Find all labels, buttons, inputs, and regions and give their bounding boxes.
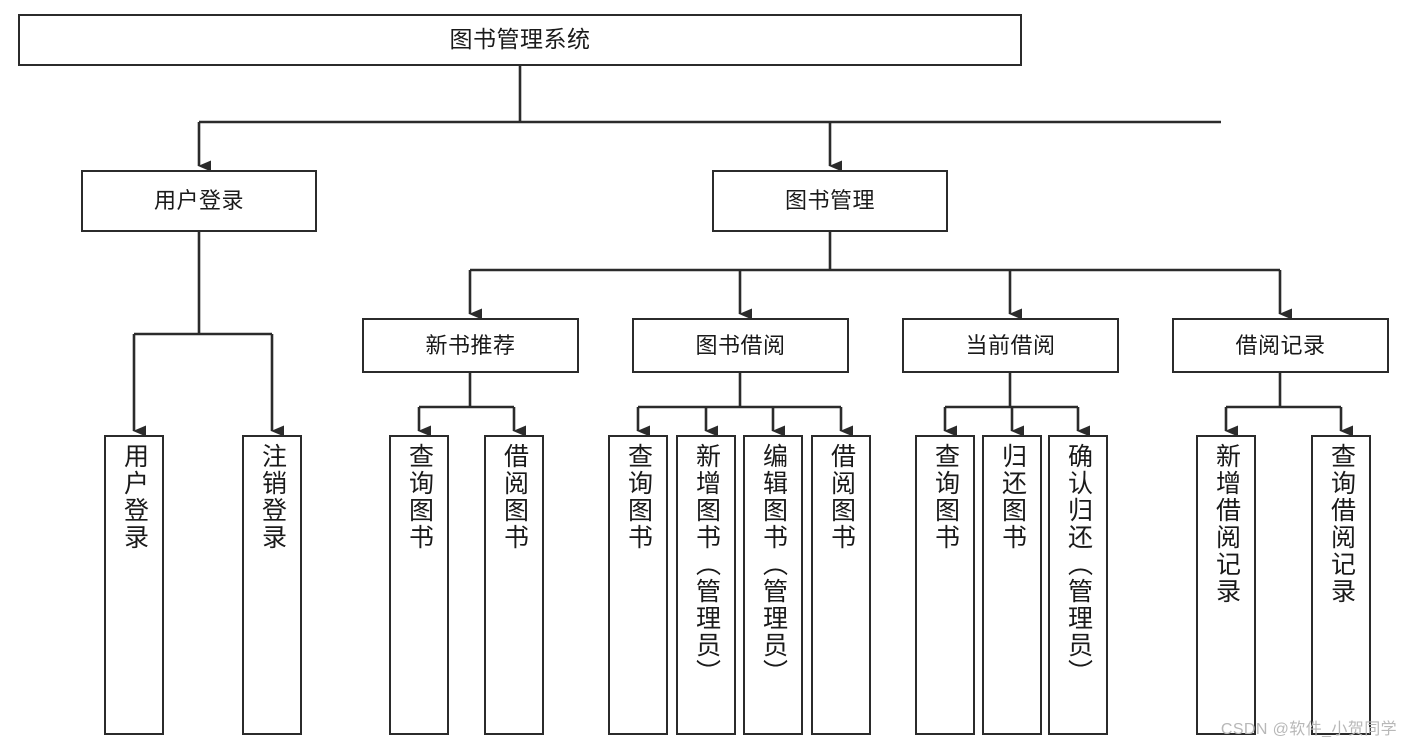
- node-leaf-borrow-borrow-book[interactable]: 借阅图书: [811, 435, 871, 735]
- node-label: 图书借阅: [695, 332, 786, 358]
- node-leaf-cur-confirm-return[interactable]: 确认归还（管理员）: [1048, 435, 1108, 735]
- node-leaf-borrow-query-book[interactable]: 查询图书: [608, 435, 668, 735]
- node-label: 新书推荐: [425, 332, 516, 358]
- node-label: 注销登录: [258, 443, 287, 551]
- node-book-borrow[interactable]: 图书借阅: [632, 318, 849, 373]
- node-label: 查询图书: [624, 443, 653, 551]
- node-label: 查询图书: [405, 443, 434, 551]
- node-leaf-rec-borrow-book[interactable]: 借阅图书: [484, 435, 544, 735]
- node-label: 查询借阅记录: [1327, 443, 1356, 605]
- node-leaf-user-login[interactable]: 用户登录: [104, 435, 164, 735]
- node-label: 新增图书（管理员）: [692, 443, 721, 686]
- node-label: 当前借阅: [965, 332, 1056, 358]
- node-user-login[interactable]: 用户登录: [81, 170, 317, 232]
- node-leaf-rec-query-record[interactable]: 查询借阅记录: [1311, 435, 1371, 735]
- node-label: 借阅图书: [500, 443, 529, 551]
- node-borrow-record[interactable]: 借阅记录: [1172, 318, 1389, 373]
- node-label: 用户登录: [153, 188, 244, 214]
- node-leaf-cur-return-book[interactable]: 归还图书: [982, 435, 1042, 735]
- watermark-credit: CSDN @软件_小贺同学: [1220, 721, 1397, 738]
- node-new-book-rec[interactable]: 新书推荐: [362, 318, 579, 373]
- node-book-manage[interactable]: 图书管理: [712, 170, 948, 232]
- node-label: 借阅图书: [827, 443, 856, 551]
- node-label: 图书管理: [784, 188, 875, 214]
- node-leaf-rec-add-record[interactable]: 新增借阅记录: [1196, 435, 1256, 735]
- node-leaf-rec-query-book[interactable]: 查询图书: [389, 435, 449, 735]
- node-leaf-cur-query-book[interactable]: 查询图书: [915, 435, 975, 735]
- node-label: 新增借阅记录: [1212, 443, 1241, 605]
- node-root-system[interactable]: 图书管理系统: [18, 14, 1022, 66]
- node-label: 归还图书: [998, 443, 1027, 551]
- node-label: 借阅记录: [1235, 332, 1326, 358]
- node-label: 编辑图书（管理员）: [759, 443, 788, 686]
- node-label: 图书管理系统: [449, 26, 591, 53]
- node-label: 查询图书: [931, 443, 960, 551]
- node-label: 用户登录: [120, 443, 149, 551]
- node-leaf-borrow-add-book[interactable]: 新增图书（管理员）: [676, 435, 736, 735]
- node-leaf-user-logout[interactable]: 注销登录: [242, 435, 302, 735]
- node-current-borrow[interactable]: 当前借阅: [902, 318, 1119, 373]
- node-label: 确认归还（管理员）: [1064, 443, 1093, 686]
- node-leaf-borrow-edit-book[interactable]: 编辑图书（管理员）: [743, 435, 803, 735]
